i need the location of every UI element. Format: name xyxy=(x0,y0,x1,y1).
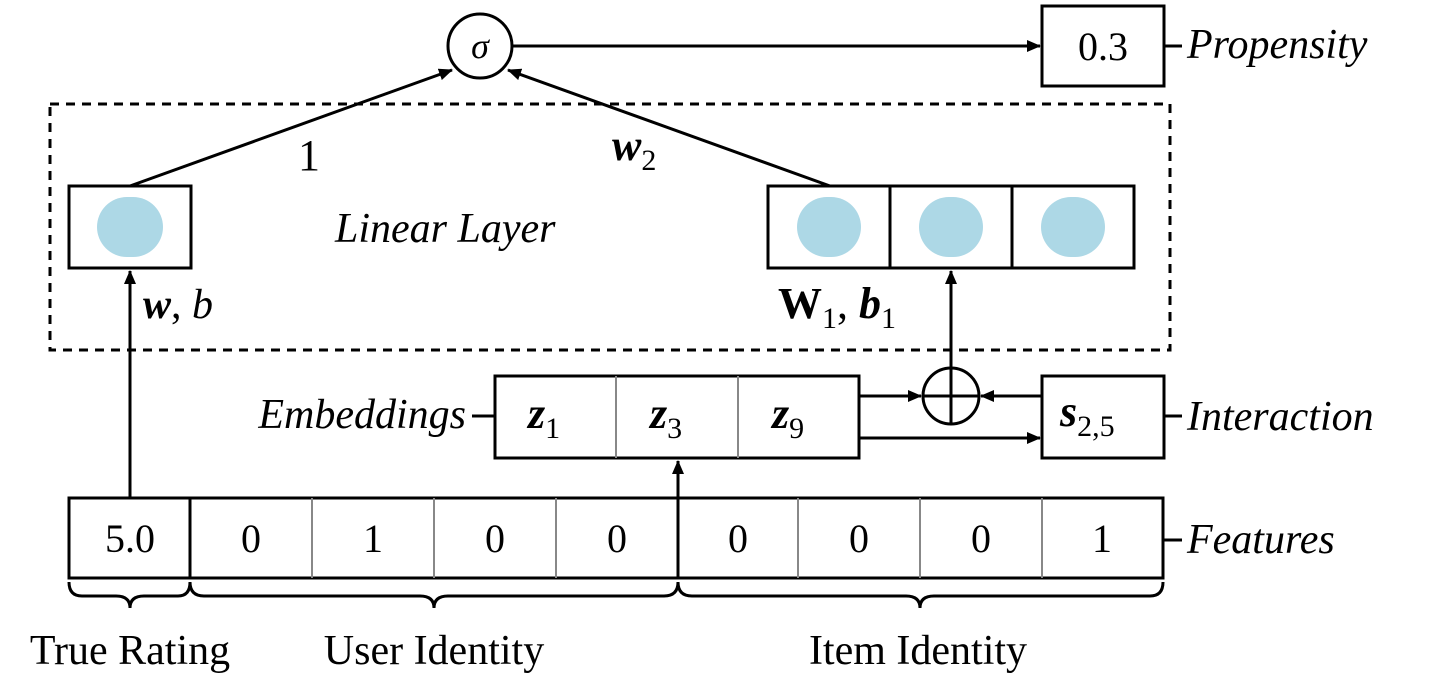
feature-value: 5.0 xyxy=(105,516,155,561)
hidden-to-sigmoid-arrow xyxy=(507,68,831,188)
right-weight-label: w2 xyxy=(612,121,656,177)
rating-to-sigmoid-arrow xyxy=(129,68,453,188)
feature-value: 0 xyxy=(971,516,991,561)
linear-layer-region xyxy=(48,102,1172,352)
propensity-label: Propensity xyxy=(1186,22,1368,68)
feature-value: 0 xyxy=(728,516,748,561)
feature-value: 1 xyxy=(1092,516,1112,561)
embeddings-box xyxy=(493,374,861,460)
feature-value: 0 xyxy=(241,516,261,561)
left-weight-label: 1 xyxy=(298,131,320,180)
user-identity-brace xyxy=(188,581,680,609)
features-label: Features xyxy=(1186,517,1335,563)
interaction-symbol: s2,5 xyxy=(1059,387,1115,443)
features-box xyxy=(67,496,1165,580)
hidden-neuron-3 xyxy=(1041,197,1105,257)
true-rating-brace xyxy=(67,581,192,609)
linear-layer-label: Linear Layer xyxy=(334,206,556,252)
true-rating-label: True Rating xyxy=(30,628,230,674)
rating-neuron xyxy=(97,197,163,257)
interaction-box xyxy=(1040,374,1166,460)
user-identity-label: User Identity xyxy=(324,628,544,674)
propensity-value: 0.3 xyxy=(1078,24,1128,69)
item-identity-label: Item Identity xyxy=(809,628,1027,674)
hidden-neuron-2 xyxy=(919,197,983,257)
embedding-z1: z1 xyxy=(526,389,560,445)
interaction-label: Interaction xyxy=(1186,394,1374,440)
feature-value: 0 xyxy=(485,516,505,561)
feature-value: 1 xyxy=(363,516,383,561)
embeddings-label: Embeddings xyxy=(257,392,466,438)
hidden-neuron-1 xyxy=(797,197,861,257)
left-params-label: w, b xyxy=(143,282,213,328)
embedding-z3: z3 xyxy=(648,389,682,445)
feature-value: 0 xyxy=(607,516,627,561)
feature-value: 0 xyxy=(849,516,869,561)
embedding-z9: z9 xyxy=(770,389,804,445)
item-identity-brace xyxy=(676,581,1165,609)
sigmoid-symbol: σ xyxy=(471,26,490,66)
right-params-label: W1, b1 xyxy=(778,279,896,335)
